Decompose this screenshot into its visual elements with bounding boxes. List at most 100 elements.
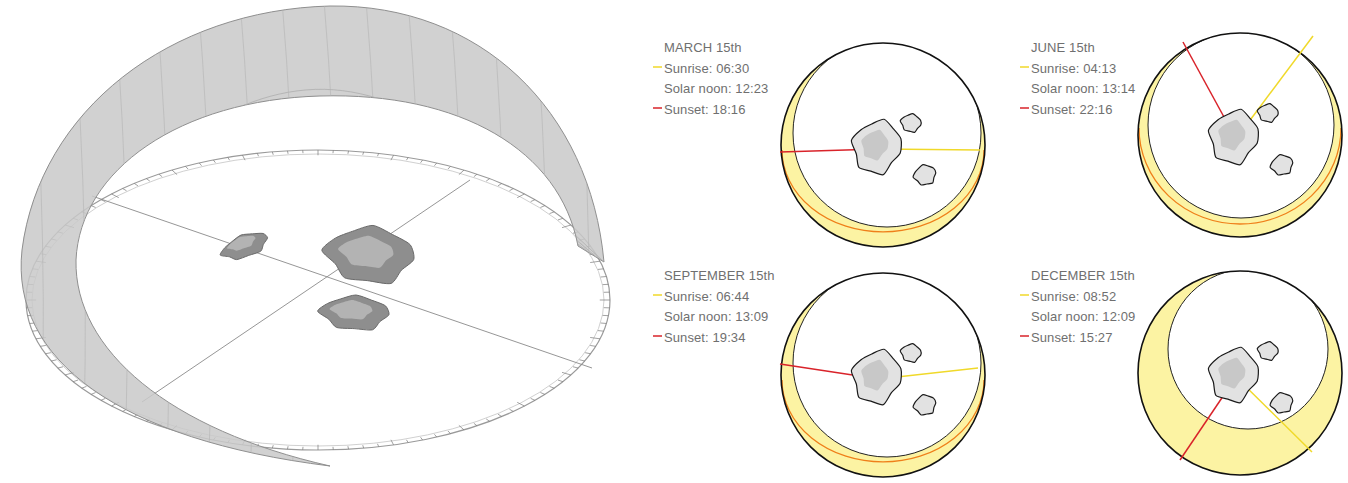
- time-label: Sunrise: 08:52: [1031, 289, 1116, 305]
- tick-mark: [302, 150, 303, 153]
- tick-mark: [459, 425, 464, 430]
- island-model: [220, 233, 267, 259]
- tick-mark: [101, 398, 105, 400]
- band-grid-line: [492, 0, 505, 483]
- band-grid-line: [408, 0, 421, 483]
- tick-mark: [604, 307, 610, 308]
- tick-mark: [509, 409, 513, 411]
- sunrise-key: [653, 66, 662, 68]
- tick-mark: [517, 402, 524, 406]
- island-plan: [913, 395, 936, 415]
- tick-mark: [579, 360, 584, 361]
- island-models: [220, 225, 414, 330]
- tick-mark: [45, 353, 50, 354]
- sunrise-key: [653, 294, 662, 296]
- tick-mark: [391, 155, 394, 160]
- horizon-disc: [1148, 32, 1334, 218]
- tick-mark: [242, 155, 245, 160]
- band-grid-line: [72, 0, 85, 483]
- tick-mark: [82, 386, 87, 388]
- sunrise-key: [1020, 294, 1029, 296]
- tick-mark: [123, 189, 127, 191]
- tick-mark: [302, 447, 303, 450]
- tick-mark: [421, 160, 423, 163]
- time-label: Solar noon: 13:14: [1031, 81, 1135, 97]
- band-grid-line: [30, 0, 43, 483]
- line-keys: [653, 67, 1029, 336]
- island-plan: [1257, 104, 1278, 123]
- band-grid-line: [156, 0, 169, 483]
- time-label: Sunset: 15:27: [1031, 330, 1113, 346]
- band-grid-line: [198, 0, 211, 483]
- tick-mark: [91, 206, 96, 208]
- tick-mark: [347, 151, 349, 154]
- sunrise-key: [1020, 66, 1029, 68]
- horizon-disc: [793, 269, 981, 457]
- island-relief: [861, 130, 888, 161]
- tick-mark: [332, 447, 333, 450]
- sunset-key: [653, 335, 662, 337]
- sun-dial: [780, 269, 985, 477]
- tick-mark: [600, 300, 610, 301]
- band-grid-line: [159, 148, 578, 460]
- island-relief: [1218, 358, 1245, 389]
- tick-mark: [421, 437, 423, 440]
- tick-mark: [40, 345, 46, 347]
- island-model: [318, 295, 389, 330]
- tick-mark: [347, 446, 349, 449]
- tick-mark: [58, 367, 63, 368]
- tick-mark: [73, 380, 78, 382]
- sunset-key: [653, 107, 662, 109]
- tick-mark: [558, 218, 563, 220]
- time-label: Solar noon: 12:23: [664, 81, 768, 97]
- island-plan: [1257, 342, 1278, 361]
- tick-mark: [590, 345, 596, 347]
- tick-mark: [199, 163, 201, 166]
- band-grid-line: [534, 0, 547, 483]
- tick-mark: [498, 183, 502, 185]
- tick-mark: [377, 444, 378, 447]
- island-plan: [900, 114, 921, 133]
- island-plan: [851, 349, 901, 405]
- tick-mark: [406, 157, 408, 160]
- ground-ellipse: [26, 150, 610, 450]
- tick-mark: [434, 434, 436, 437]
- tick-mark: [562, 225, 571, 228]
- axis-line: [142, 180, 470, 402]
- axis-line: [92, 196, 592, 368]
- tick-mark: [604, 292, 610, 293]
- tick-mark: [377, 153, 378, 156]
- island-relief: [1218, 120, 1245, 151]
- time-label: Solar noon: 12:09: [1031, 309, 1135, 325]
- sun-path-band: [21, 6, 604, 466]
- island-plan: [1270, 393, 1293, 413]
- tick-mark: [558, 380, 563, 382]
- dial-outline: [1138, 271, 1342, 475]
- band-grid-line: [282, 0, 295, 483]
- tick-mark: [598, 268, 604, 270]
- time-label: Sunrise: 06:44: [664, 289, 749, 305]
- tick-mark: [406, 440, 408, 443]
- tick-mark: [318, 445, 319, 450]
- sun-dial: [1138, 32, 1342, 237]
- tick-mark: [603, 284, 609, 285]
- sun-dial: [1138, 269, 1342, 475]
- tick-mark: [474, 423, 477, 426]
- time-label: Sunset: 18:16: [664, 102, 746, 118]
- band-grid-line: [114, 0, 127, 483]
- tick-mark: [531, 398, 535, 400]
- tick-mark: [550, 386, 555, 388]
- time-label: Sunset: 22:16: [1031, 102, 1113, 118]
- tick-mark: [562, 372, 571, 375]
- tick-mark: [332, 150, 333, 153]
- island-plan: [1208, 109, 1258, 165]
- tick-mark: [540, 393, 545, 395]
- sun-dials: [780, 32, 1342, 477]
- dial-outline: [781, 43, 985, 247]
- tick-mark: [146, 179, 149, 181]
- tick-mark: [112, 194, 119, 198]
- island-relief: [330, 300, 373, 319]
- island-plan: [900, 344, 921, 363]
- tick-mark: [590, 337, 600, 338]
- date-heading: JUNE 15th: [1031, 40, 1095, 56]
